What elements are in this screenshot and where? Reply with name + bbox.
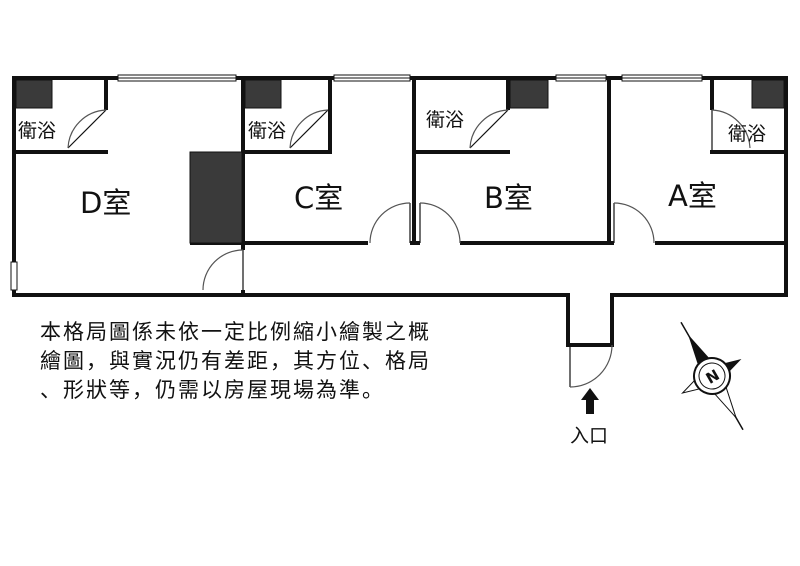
interior-walls — [14, 78, 786, 295]
entrance-arrow-icon — [581, 388, 599, 414]
bathroom-label-d: 衛浴 — [18, 120, 56, 142]
windows — [10, 74, 703, 291]
disclaimer-line: 本格局圖係未依一定比例縮小繪製之概 — [40, 320, 431, 344]
room-label-c: C室 — [294, 181, 343, 215]
bathroom-label-c: 衛浴 — [248, 120, 286, 142]
disclaimer-line: 繪圖，與實況仍有差距，其方位、格局 — [40, 349, 431, 373]
compass-icon — [680, 321, 744, 431]
room-label-d: D室 — [80, 186, 131, 220]
bathroom-label-b: 衛浴 — [426, 109, 464, 131]
doors — [67, 109, 751, 388]
bathroom-label-a: 衛浴 — [728, 123, 766, 145]
disclaimer-line: 、形狀等，仍需以房屋現場為準。 — [40, 378, 385, 402]
entrance-label: 入口 — [570, 425, 608, 447]
disclaimer-text: 本格局圖係未依一定比例縮小繪製之概 繪圖，與實況仍有差距，其方位、格局 、形狀等… — [40, 318, 560, 405]
shafts — [15, 79, 785, 244]
room-label-a: A室 — [668, 179, 717, 213]
room-label-b: B室 — [484, 181, 533, 215]
